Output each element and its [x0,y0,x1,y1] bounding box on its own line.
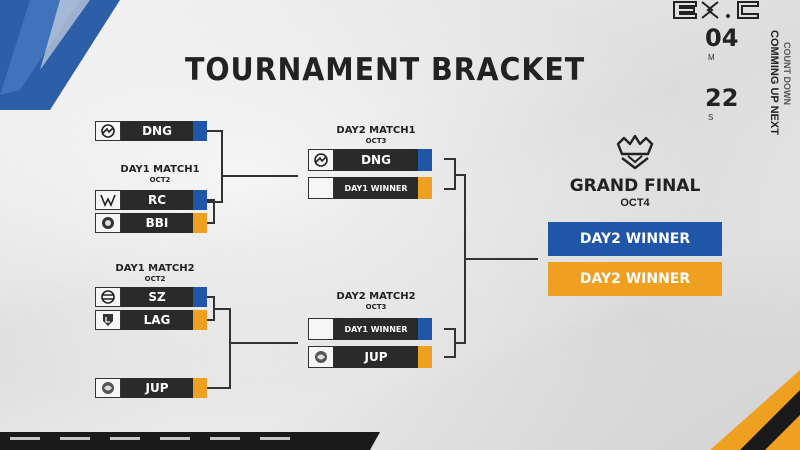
team-slot-day2-m1-dng: DNG [308,149,432,171]
bracket-line [207,387,231,389]
team-slot-day2-m2-winner: DAY1 WINNER [308,318,432,340]
orange-side-bar [418,177,432,199]
team-name: JUP [334,346,418,368]
bracket-line [454,328,456,358]
bracket-line [207,199,215,201]
orange-side-bar [193,378,207,398]
bracket-line [444,356,456,358]
brand-logo [673,1,759,19]
team-slot-bbi: BBI [95,213,207,233]
blue-side-bar [193,190,207,210]
bracket-line [215,308,231,310]
team-name: LAG [121,310,193,330]
team-slot-jup-bye: JUP [95,378,207,398]
team-name: DNG [121,121,193,141]
match-label-day2-match1: DAY2 MATCH1 OCT3 [320,125,432,147]
countdown-seconds: 22 [705,84,739,112]
blue-side-bar [193,287,207,307]
grand-final-title: GRAND FINAL [569,176,701,196]
bracket-line [213,199,215,224]
countdown-minutes: 04 [705,24,739,52]
brand-strip-logo [0,432,380,450]
team-name: DAY1 WINNER [334,177,418,199]
team-slot-dng-bye: DNG [95,121,207,141]
bracket-line [464,174,466,344]
match-label-day2-match2: DAY2 MATCH2 OCT3 [320,291,432,313]
bracket-line [444,158,456,160]
countdown-sublabel: COUNT DOWN [782,42,792,105]
jup-logo-icon [95,378,121,398]
countdown-label: COMMING UP NEXT [768,30,780,135]
match-date: OCT2 [144,275,166,283]
rc-logo-icon [95,190,121,210]
bracket-line [221,130,223,203]
empty-logo-slot [308,177,334,199]
blue-side-bar [418,149,432,171]
bracket-line [456,342,466,344]
grand-final-slot-blue: DAY2 WINNER [548,222,722,256]
bracket-line [207,130,223,132]
orange-side-bar [193,213,207,233]
team-slot-lag: LAG [95,310,207,330]
orange-side-bar [193,310,207,330]
blue-side-bar [193,121,207,141]
dng-logo-icon [308,149,334,171]
match-date: OCT2 [149,176,171,184]
match-label-day1-match1: DAY1 MATCH1 OCT2 [115,164,205,186]
grand-final-slot-orange: DAY2 WINNER [548,262,722,296]
crown-logo-icon [616,134,654,170]
bracket-line [207,319,215,321]
countdown-label-group: COMMING UP NEXT COUNT DOWN [768,30,798,140]
lag-logo-icon [95,310,121,330]
bracket-line [466,258,538,260]
bracket-line [223,175,298,177]
page-title: TOURNAMENT BRACKET [185,52,586,88]
blue-corner-decoration [0,0,120,110]
bracket-line [444,188,456,190]
bracket-line [231,342,298,344]
empty-logo-slot [308,318,334,340]
team-name: BBI [121,213,193,233]
bracket-line [444,328,456,330]
team-name: SZ [121,287,193,307]
bracket-line [456,174,466,176]
match-date: OCT3 [365,137,387,145]
match-label-day1-match2: DAY1 MATCH2 OCT2 [110,263,200,285]
match-title: DAY2 MATCH1 [336,125,416,136]
team-slot-rc: RC [95,190,207,210]
blue-side-bar [418,318,432,340]
bracket-line [229,308,231,389]
bbi-logo-icon [95,213,121,233]
orange-corner-decoration [710,370,800,450]
match-date: OCT3 [365,303,387,311]
jup-logo-icon [308,346,334,368]
countdown-minutes-unit: M [708,53,715,62]
bracket-line [454,158,456,190]
countdown-seconds-unit: S [708,113,714,122]
team-slot-sz: SZ [95,287,207,307]
bracket-line [213,296,215,321]
bracket-line [207,296,215,298]
match-title: DAY1 MATCH2 [115,263,195,274]
orange-side-bar [418,346,432,368]
grand-final-date: OCT4 [620,197,650,209]
match-title: DAY1 MATCH1 [120,164,200,175]
team-name: RC [121,190,193,210]
team-name: DAY1 WINNER [334,318,418,340]
sz-logo-icon [95,287,121,307]
team-slot-day2-m2-jup: JUP [308,346,432,368]
bracket-line [207,201,223,203]
team-name: DNG [334,149,418,171]
team-slot-day2-m1-winner: DAY1 WINNER [308,177,432,199]
bracket-line [207,222,215,224]
match-title: DAY2 MATCH2 [336,291,416,302]
dng-logo-icon [95,121,121,141]
team-name: JUP [121,378,193,398]
